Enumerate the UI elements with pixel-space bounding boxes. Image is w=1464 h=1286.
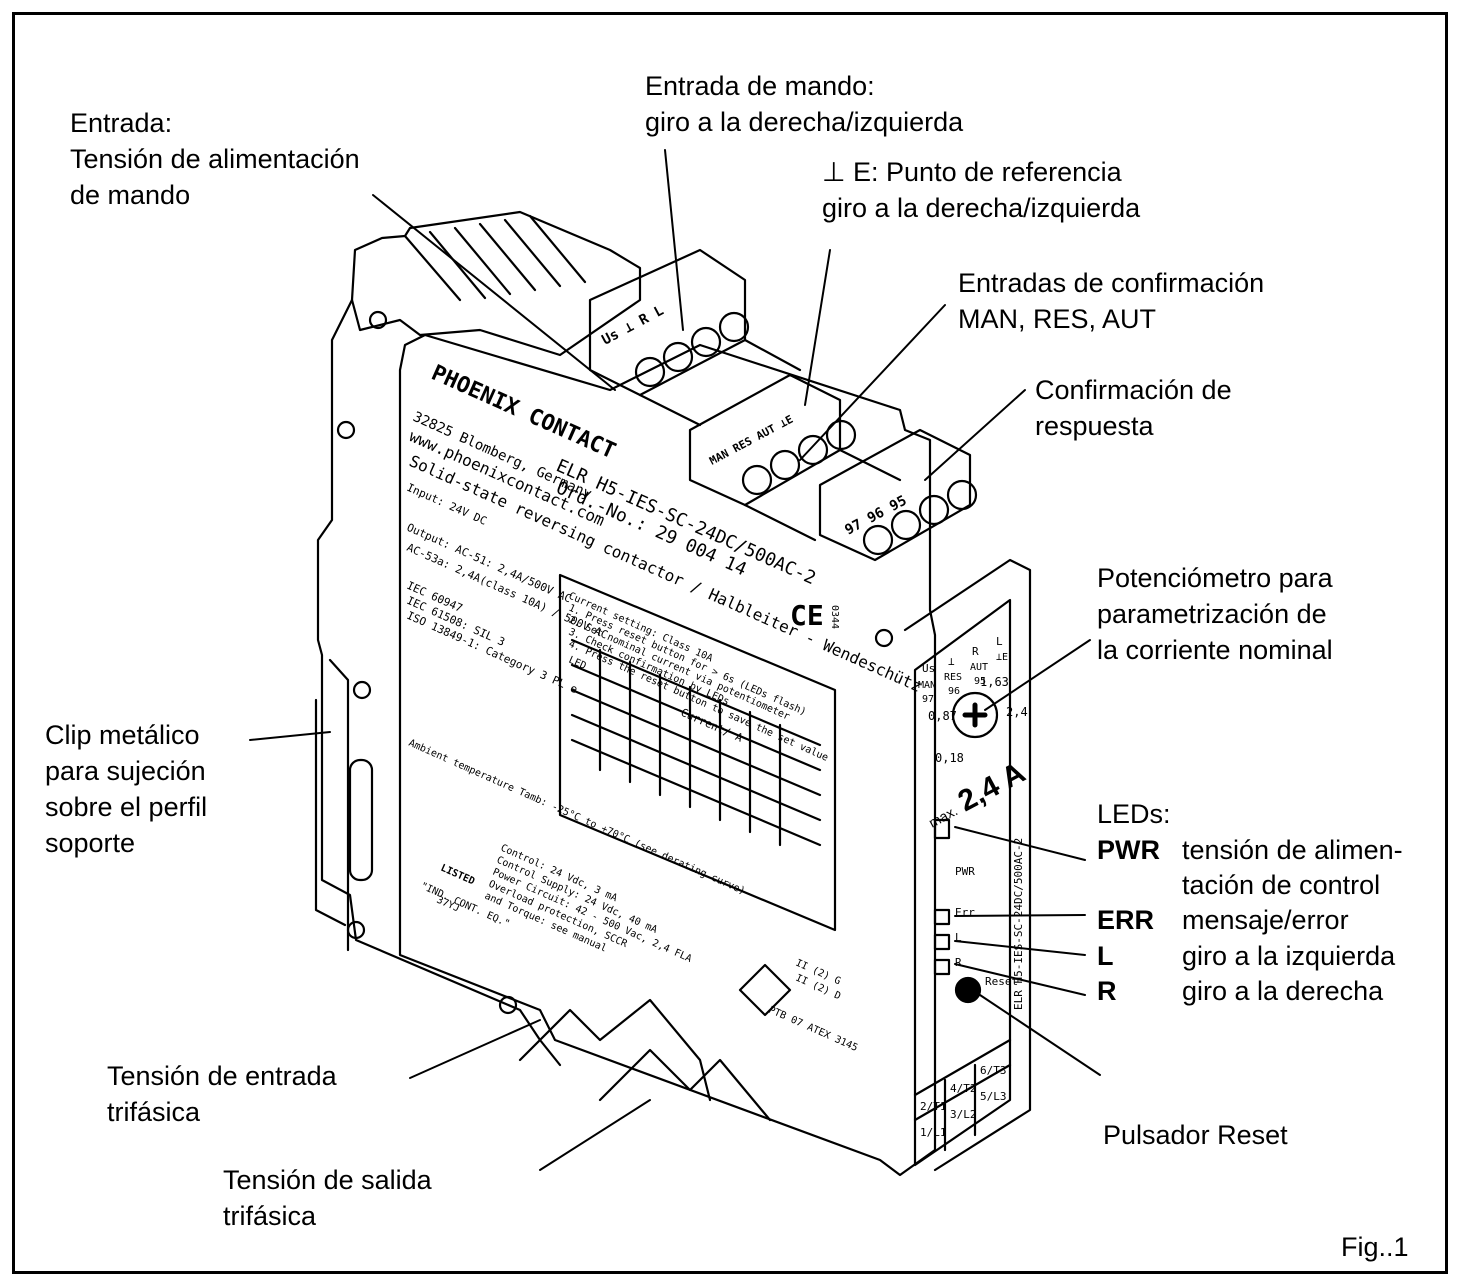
device-led-l: L bbox=[955, 931, 962, 944]
label-entrada-mando: Entrada de mando: giro a la derecha/izqu… bbox=[645, 68, 963, 140]
led-key-pwr: PWR bbox=[1097, 835, 1160, 865]
device-front-grid-5: RES bbox=[944, 672, 962, 683]
device-front-grid-8: 97 bbox=[922, 694, 934, 705]
device-bottom-terminal-2: 6/T3 bbox=[980, 1064, 1007, 1077]
instruction-label-frame bbox=[558, 573, 837, 932]
label-entrada-trifasica-line-1: Tensión de entrada bbox=[107, 1061, 337, 1091]
device-ce-number: 0344 bbox=[829, 605, 840, 629]
label-clip-line-2: para sujeción bbox=[45, 756, 206, 786]
figure-label: Fig..1 bbox=[1341, 1232, 1409, 1262]
label-punto-referencia: ⊥ E: Punto de referencia giro a la derec… bbox=[822, 154, 1140, 226]
device-pot-scale-2: 1,63 bbox=[980, 675, 1009, 689]
label-clip-metalico: Clip metálico para sujeción sobre el per… bbox=[45, 717, 207, 861]
device-ce-mark: CE bbox=[790, 599, 824, 632]
label-referencia-line-2: giro a la derecha/izquierda bbox=[822, 193, 1141, 223]
device-bottom-terminal-4: 3/L2 bbox=[950, 1108, 977, 1121]
device-max-current: 2,4 A bbox=[953, 756, 1031, 818]
device-bottom-terminal-1: 4/T2 bbox=[950, 1082, 977, 1095]
device-pot-scale-1: 0,87 bbox=[928, 709, 957, 723]
led-key-l: L bbox=[1097, 941, 1114, 971]
label-entrada: Entrada: Tensión de alimentación de mand… bbox=[70, 105, 360, 213]
led-desc-err: mensaje/error bbox=[1182, 905, 1349, 935]
device-front-grid-10: 95 bbox=[974, 676, 986, 687]
label-entrada-title: Entrada: bbox=[70, 108, 173, 138]
device-top-terminals-3: 97 96 95 bbox=[842, 493, 909, 539]
rail-clip-back bbox=[350, 210, 642, 357]
label-confirmacion-line-2: MAN, RES, AUT bbox=[958, 304, 1157, 334]
device-front-grid-2: R bbox=[972, 645, 979, 658]
device-front-grid-0: Us bbox=[922, 662, 935, 675]
label-salida-trifasica: Tensión de salida trifásica bbox=[223, 1162, 432, 1234]
potentiometer bbox=[951, 691, 999, 739]
device-atex-3: PTB 07 ATEX 3145 bbox=[767, 1005, 859, 1054]
label-clip-line-3: sobre el perfil bbox=[45, 792, 208, 822]
device-led-pwr: PWR bbox=[955, 865, 975, 878]
terminal-block-3 bbox=[818, 428, 972, 562]
label-referencia-line-1: ⊥ E: Punto de referencia bbox=[822, 157, 1122, 187]
front-face bbox=[913, 598, 1012, 1167]
device-top-terminals-2: MAN RES AUT ⊥E bbox=[707, 413, 795, 468]
label-confirmacion-line-1: Entradas de confirmación bbox=[958, 268, 1265, 298]
device-front-grid-7: ⊥E bbox=[996, 652, 1008, 663]
device-front-grid-9: 96 bbox=[948, 686, 960, 697]
device-pot-scale-3: 2,4 bbox=[1006, 705, 1028, 719]
device-led-err: Err bbox=[955, 906, 975, 919]
led-desc-l: giro a la izquierda bbox=[1182, 941, 1396, 971]
label-potenciometro-line-1: Potenciómetro para bbox=[1097, 563, 1333, 593]
device-bottom-terminal-5: 5/L3 bbox=[980, 1090, 1007, 1103]
device-side-type: ELR H5-IES-SC-24DC/500AC-2 bbox=[1012, 838, 1025, 1010]
device-front-grid-3: L bbox=[996, 635, 1003, 648]
label-pulsador-reset: Pulsador Reset bbox=[1103, 1120, 1288, 1150]
led-key-err: ERR bbox=[1097, 905, 1155, 935]
rail-clip-side bbox=[316, 298, 562, 1067]
label-potenciometro-line-3: la corriente nominal bbox=[1097, 635, 1333, 665]
device-bottom-terminal-3: 1/L1 bbox=[920, 1126, 947, 1139]
device-led-reset: Reset bbox=[985, 975, 1018, 988]
led-desc-pwr-cont: tación de control bbox=[1182, 870, 1381, 900]
label-clip-line-4: soporte bbox=[45, 828, 136, 858]
label-entrada-trifasica-line-2: trifásica bbox=[107, 1097, 201, 1127]
figure-frame bbox=[12, 12, 1448, 1274]
led-desc-pwr: tensión de alimen- bbox=[1182, 835, 1403, 865]
label-entrada-trifasica: Tensión de entrada trifásica bbox=[107, 1058, 337, 1130]
device-led-r: R bbox=[955, 956, 962, 969]
device-standard-3: ISO 13849-1: Category 3 PL e bbox=[405, 609, 580, 696]
led-key-r: R bbox=[1097, 976, 1117, 1006]
label-entrada-mando-line-2: giro a la derecha/izquierda bbox=[645, 107, 964, 137]
device-front-grid-1: ⊥ bbox=[948, 655, 955, 668]
label-salida-trifasica-line-1: Tensión de salida bbox=[223, 1165, 432, 1195]
label-confirmacion-respuesta: Confirmación de respuesta bbox=[1035, 372, 1232, 444]
label-leds-title: LEDs: bbox=[1097, 799, 1171, 829]
led-desc-r: giro a la derecha bbox=[1182, 976, 1384, 1006]
label-respuesta-line-1: Confirmación de bbox=[1035, 375, 1232, 405]
label-entradas-confirmacion: Entradas de confirmación MAN, RES, AUT bbox=[958, 265, 1264, 337]
label-respuesta-line-2: respuesta bbox=[1035, 411, 1154, 441]
device-bottom-terminal-0: 2/T1 bbox=[920, 1100, 947, 1113]
label-entrada-line-2: de mando bbox=[70, 180, 191, 210]
label-potenciometro-line-2: parametrización de bbox=[1097, 599, 1327, 629]
label-clip-line-1: Clip metálico bbox=[45, 720, 200, 750]
label-entrada-line-1: Tensión de alimentación bbox=[70, 144, 360, 174]
device-pot-scale-0: 0,18 bbox=[935, 751, 964, 765]
label-potenciometro: Potenciómetro para parametrización de la… bbox=[1097, 560, 1333, 668]
device-front-grid-4: MAN bbox=[918, 680, 936, 691]
reset-button bbox=[954, 976, 982, 1004]
device-top-terminals-1: Us ⊥ R L bbox=[599, 303, 666, 349]
label-salida-trifasica-line-2: trifásica bbox=[223, 1201, 317, 1231]
device-ul-listed: LISTED bbox=[439, 863, 476, 888]
label-entrada-mando-line-1: Entrada de mando: bbox=[645, 71, 875, 101]
device-front-grid-6: AUT bbox=[970, 662, 988, 673]
